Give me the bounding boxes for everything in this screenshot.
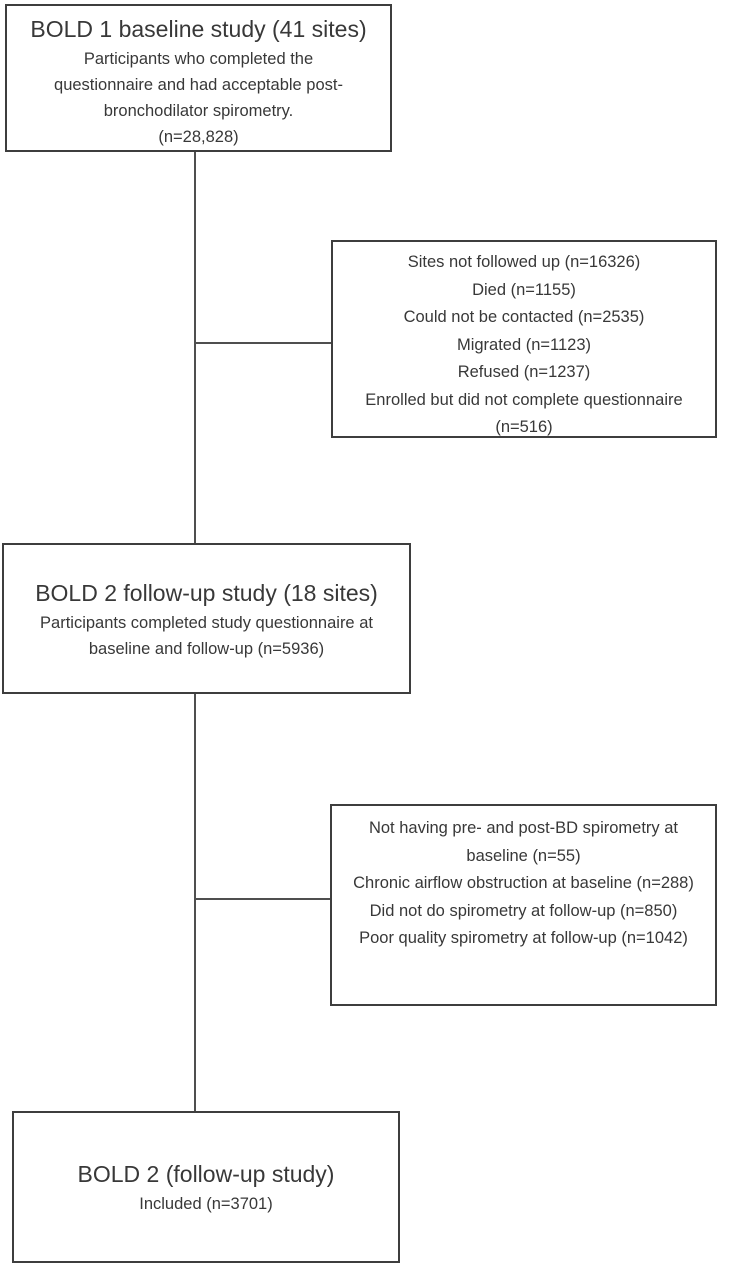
exclusion1-line: Migrated (n=1123) bbox=[456, 335, 592, 354]
bold3-title: BOLD 2 (follow-up study) bbox=[77, 1161, 335, 1187]
bold2-included-box: BOLD 2 (follow-up study) Included (n=370… bbox=[12, 1111, 400, 1263]
connector-branch-exclusion-2 bbox=[195, 898, 331, 900]
bold2-title: BOLD 2 follow-up study (18 sites) bbox=[35, 579, 378, 606]
exclusion1-line: Died (n=1155) bbox=[472, 280, 576, 299]
exclusion1-line: Could not be contacted (n=2535) bbox=[403, 308, 645, 326]
bold2-followup-box: BOLD 2 follow-up study (18 sites) Partic… bbox=[2, 543, 411, 694]
bold2-body-line: Participants completed study questionnai… bbox=[40, 613, 373, 632]
connector-middle-to-bottom bbox=[194, 694, 196, 1111]
bold1-body-line: Participants who completed the bbox=[83, 50, 314, 68]
connector-branch-exclusion-1 bbox=[195, 342, 332, 344]
exclusion1-line: (n=516) bbox=[495, 418, 553, 436]
bold3-included-count: Included (n=3701) bbox=[139, 1195, 273, 1213]
bold1-body-line: questionnaire and had acceptable post- bbox=[54, 76, 343, 94]
exclusion1-line: Enrolled but did not complete questionna… bbox=[365, 390, 683, 409]
connector-top-to-middle bbox=[194, 152, 196, 543]
bold1-body-line: bronchodilator spirometry. bbox=[103, 102, 294, 120]
exclusion2-line: Poor quality spirometry at follow-up (n=… bbox=[359, 929, 688, 947]
exclusion2-line: Not having pre- and post-BD spirometry a… bbox=[368, 819, 679, 837]
bold1-n-count: (n=28,828) bbox=[158, 128, 239, 146]
bold1-baseline-box: BOLD 1 baseline study (41 sites) Partici… bbox=[5, 4, 392, 152]
exclusion1-line: Refused (n=1237) bbox=[457, 363, 591, 381]
exclusion-box-2: Not having pre- and post-BD spirometry a… bbox=[330, 804, 717, 1006]
exclusion1-line: Sites not followed up (n=16326) bbox=[407, 253, 641, 271]
exclusion2-line: baseline (n=55) bbox=[466, 846, 581, 865]
exclusion2-line: Chronic airflow obstruction at baseline … bbox=[353, 874, 694, 892]
exclusion-box-1: Sites not followed up (n=16326) Died (n=… bbox=[331, 240, 717, 438]
bold2-body-line: baseline and follow-up (n=5936) bbox=[88, 639, 325, 658]
exclusion2-line: Did not do spirometry at follow-up (n=85… bbox=[369, 901, 678, 920]
bold1-title: BOLD 1 baseline study (41 sites) bbox=[30, 16, 367, 42]
